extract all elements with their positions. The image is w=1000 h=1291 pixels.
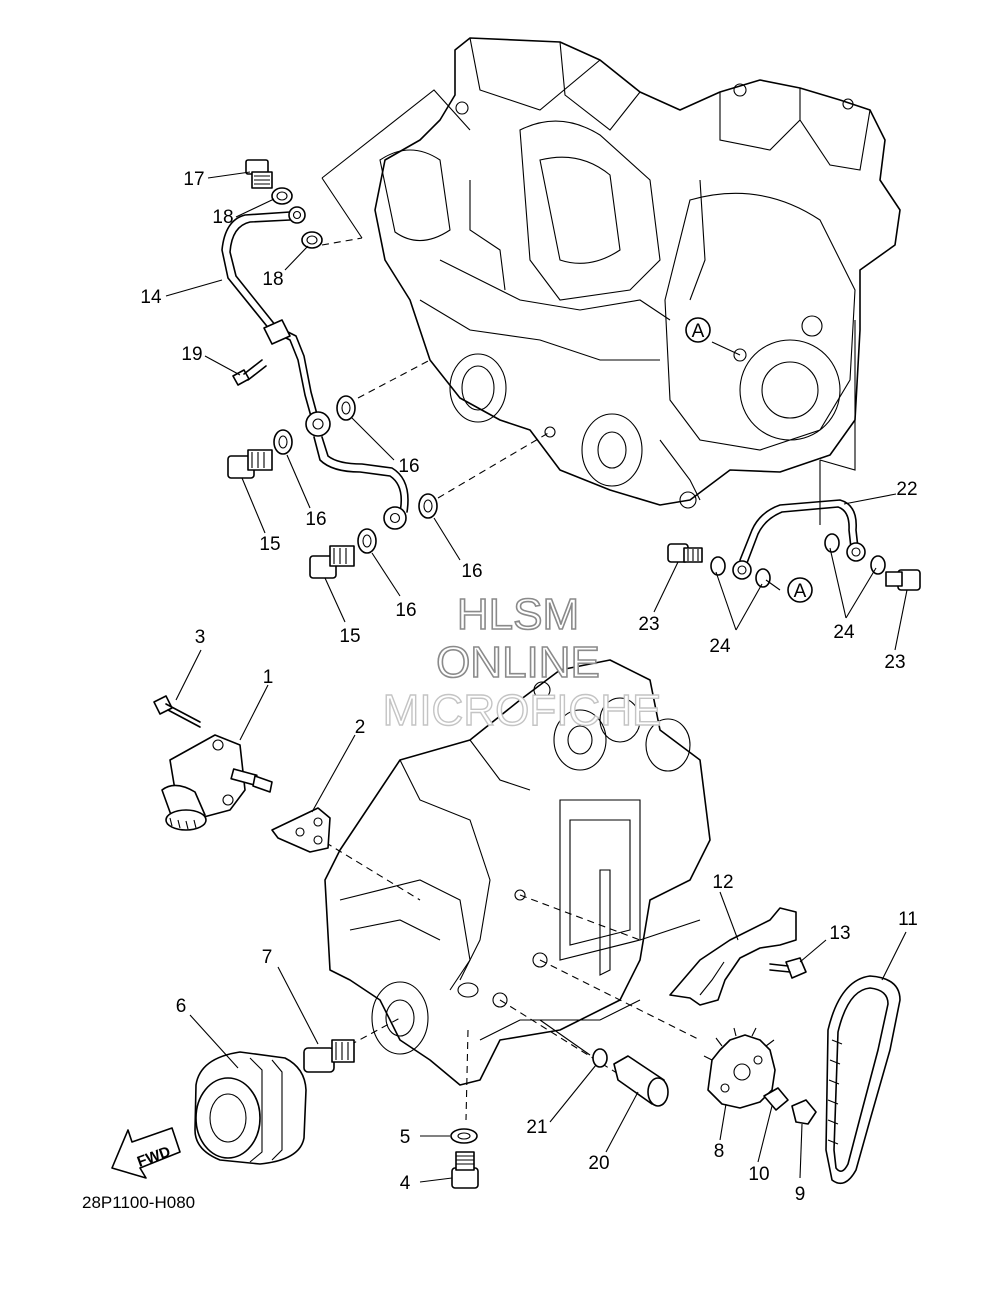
callout-6: 6 xyxy=(176,996,187,1017)
oil-pump-1 xyxy=(161,734,273,831)
callout-3: 3 xyxy=(195,627,206,648)
alignment-lines-lower xyxy=(304,829,701,1121)
oil-delivery-pipe xyxy=(221,206,409,530)
callout-24: 24 xyxy=(833,622,855,643)
callout-12: 12 xyxy=(712,872,733,893)
bolt-13 xyxy=(769,957,807,979)
upper-crankcase xyxy=(374,37,901,509)
leader-lines xyxy=(165,171,908,1183)
callout-4: 4 xyxy=(400,1173,411,1194)
callout-18: 18 xyxy=(212,207,233,228)
callout-17: 17 xyxy=(183,169,204,190)
oil-strainer-20 xyxy=(613,1055,669,1107)
union-bolt-17 xyxy=(245,159,273,189)
copper-washer-18 xyxy=(271,187,323,249)
svg-text:A: A xyxy=(794,581,807,602)
callout-15: 15 xyxy=(259,534,280,555)
reference-mark-a-pipe: A xyxy=(787,577,813,603)
callout-8: 8 xyxy=(714,1141,725,1162)
washer-10 xyxy=(763,1087,789,1111)
drain-bolt-4 xyxy=(451,1151,479,1189)
callout-14: 14 xyxy=(140,287,162,308)
callout-13: 13 xyxy=(829,923,850,944)
callout-9: 9 xyxy=(795,1184,806,1205)
callout-24: 24 xyxy=(709,636,731,657)
callout-5: 5 xyxy=(400,1127,411,1148)
copper-washer-16 xyxy=(273,395,438,554)
union-bolt-23-left xyxy=(667,543,703,563)
callout-18: 18 xyxy=(262,269,283,290)
callout-16: 16 xyxy=(305,509,326,530)
figure-code: 28P1100-H080 xyxy=(82,1193,195,1212)
gasket-5 xyxy=(450,1128,478,1144)
callout-23: 23 xyxy=(884,652,905,673)
alignment-lines-upper xyxy=(321,89,856,525)
oil-pipe-22 xyxy=(732,499,866,580)
bolt-19 xyxy=(232,359,267,386)
callout-22: 22 xyxy=(896,479,917,500)
watermark-line2: ONLINE xyxy=(436,638,600,687)
callout-23: 23 xyxy=(638,614,659,635)
o-ring-21 xyxy=(592,1048,608,1068)
callout-15: 15 xyxy=(339,626,360,647)
bolt-3 xyxy=(153,695,201,728)
watermark-line1: HLSM xyxy=(457,590,579,639)
callout-11: 11 xyxy=(898,909,918,930)
fwd-arrow: FWD xyxy=(111,1127,181,1179)
oil-pump-sprocket-8 xyxy=(703,1027,776,1109)
gasket-2 xyxy=(271,807,331,853)
callout-16: 16 xyxy=(398,456,419,477)
callout-10: 10 xyxy=(748,1164,769,1185)
callout-16: 16 xyxy=(395,600,416,621)
callout-16: 16 xyxy=(461,561,482,582)
nut-9 xyxy=(791,1099,817,1125)
watermark: HLSM ONLINE MICROFICHE xyxy=(382,589,662,736)
callout-1: 1 xyxy=(263,667,274,688)
chain-guide-12 xyxy=(669,907,797,1006)
oil-pump-drive-chain-11 xyxy=(825,975,901,1185)
callout-19: 19 xyxy=(181,344,202,365)
union-bolt-23-right xyxy=(885,569,921,591)
union-bolt-15-lower xyxy=(309,545,355,579)
callout-20: 20 xyxy=(588,1153,609,1174)
svg-text:A: A xyxy=(692,321,705,342)
reference-mark-a-crankcase: A xyxy=(685,317,711,343)
callout-7: 7 xyxy=(262,947,273,968)
callout-21: 21 xyxy=(526,1117,547,1138)
callout-numbers: 17 18 18 14 19 16 16 15 16 16 15 22 23 2… xyxy=(140,169,917,1205)
callout-2: 2 xyxy=(355,717,366,738)
oil-filter-6 xyxy=(194,1051,307,1165)
lower-crankcase xyxy=(324,659,711,1086)
union-bolt-15-upper xyxy=(227,449,273,479)
watermark-line3: MICROFICHE xyxy=(383,686,662,735)
union-bolt-7 xyxy=(303,1039,355,1073)
